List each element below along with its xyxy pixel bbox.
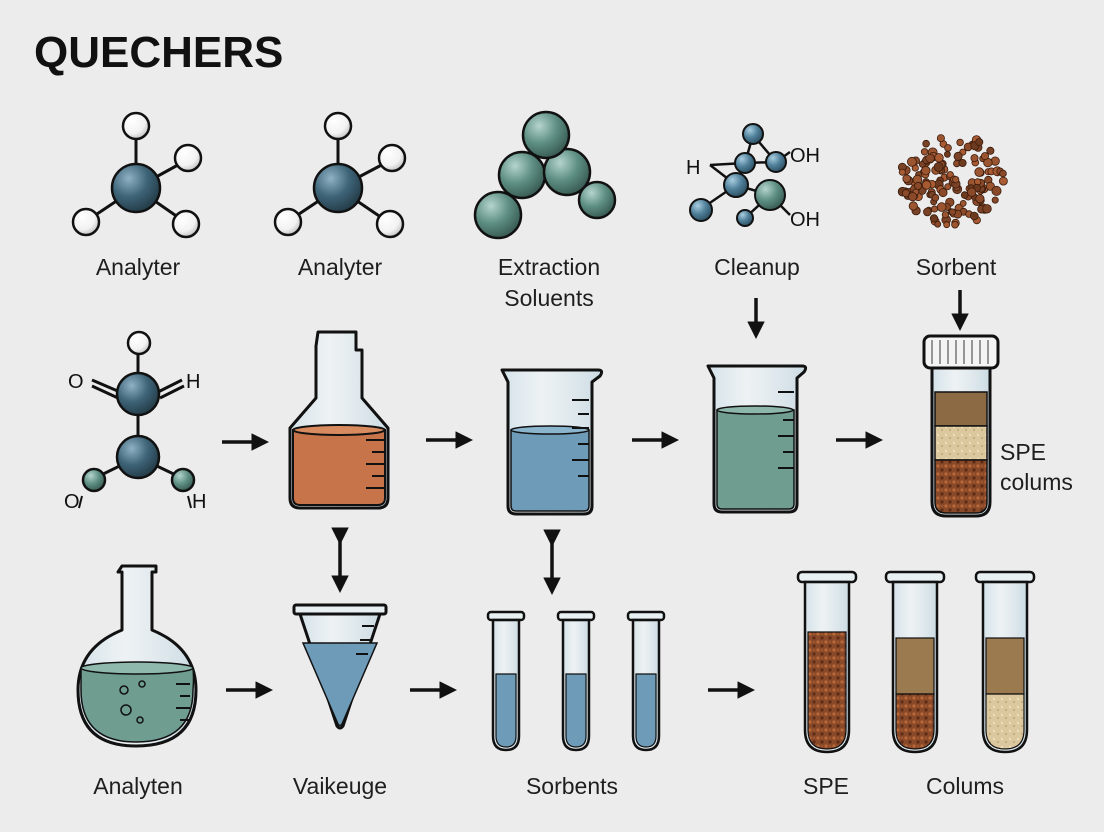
sorbent-granule bbox=[898, 168, 906, 176]
sorbent-granule bbox=[907, 156, 917, 167]
label-extraction-line1: Extraction bbox=[497, 254, 601, 280]
sorbent-tube-2 bbox=[556, 610, 596, 752]
atom-label-o-top: O bbox=[68, 371, 84, 393]
sorbent-granule bbox=[999, 169, 1007, 178]
label-colums: Colums bbox=[926, 773, 1004, 799]
extraction-solvent-spheres bbox=[473, 110, 617, 240]
flask-orange bbox=[288, 330, 390, 510]
label-analyter-1: Analyter bbox=[95, 254, 181, 280]
label-sorbents: Sorbents bbox=[525, 773, 619, 799]
sorbent-granule bbox=[982, 204, 992, 214]
sorbent-granule bbox=[944, 150, 951, 158]
sorbent-granule bbox=[952, 176, 960, 184]
sorbent-tube-1 bbox=[486, 610, 526, 752]
sorbent-tube-3 bbox=[626, 610, 666, 752]
sorbent-granule bbox=[931, 193, 940, 202]
sorbent-granule bbox=[953, 151, 963, 161]
sorbent-granule bbox=[969, 211, 979, 221]
label-sorbent: Sorbent bbox=[915, 254, 997, 280]
sorbent-granule bbox=[931, 205, 939, 213]
round-flask-analyten bbox=[76, 564, 198, 748]
sorbent-granule bbox=[958, 158, 967, 167]
sorbent-granule bbox=[943, 221, 951, 229]
sorbent-granule bbox=[991, 196, 999, 204]
sorbent-granule bbox=[967, 187, 977, 197]
sorbent-granule bbox=[944, 183, 952, 191]
molecule-aldehyde: O H O H bbox=[64, 330, 206, 513]
sorbent-granule bbox=[951, 220, 959, 229]
spe-column-capped bbox=[922, 334, 1000, 518]
beaker-teal bbox=[706, 364, 808, 514]
label-extraction-line2: Soluents bbox=[504, 285, 594, 311]
sorbent-granule bbox=[934, 220, 942, 228]
label-analyter-2: Analyter bbox=[297, 254, 383, 280]
sorbent-granule bbox=[929, 214, 939, 223]
label-cleanup: Cleanup bbox=[714, 254, 800, 280]
spe-tube-layered-1 bbox=[884, 570, 946, 754]
sorbent-granule bbox=[941, 211, 950, 219]
atom-label-h-top: H bbox=[186, 371, 200, 393]
beaker-blue bbox=[500, 368, 604, 516]
sorbent-granule bbox=[986, 146, 995, 155]
atom-label-o-bottom: O bbox=[64, 491, 80, 513]
atom-label-oh-top: OH bbox=[790, 145, 820, 167]
page-title: QUECHERS bbox=[34, 28, 284, 77]
sorbent-granule bbox=[938, 188, 948, 198]
sorbent-granule bbox=[902, 174, 911, 184]
label-spe-side-line1: SPE bbox=[1000, 439, 1047, 465]
sorbent-granule bbox=[956, 138, 964, 147]
atom-label-h-bottom: H bbox=[192, 491, 206, 513]
label-vaikeuge: Vaikeuge bbox=[292, 773, 388, 799]
sorbent-granule bbox=[908, 201, 918, 211]
sorbent-granule bbox=[991, 185, 1002, 196]
separatory-funnel bbox=[292, 603, 388, 730]
atom-label-h: H bbox=[686, 157, 700, 179]
sorbent-granules bbox=[897, 134, 1008, 229]
molecule-analyter-1 bbox=[71, 111, 203, 239]
sorbent-granule bbox=[944, 144, 952, 152]
spe-tube-granular bbox=[796, 570, 858, 754]
sorbent-granule bbox=[921, 180, 932, 190]
sorbent-granule bbox=[975, 138, 984, 147]
sorbent-granule bbox=[936, 134, 945, 143]
sorbent-granule bbox=[934, 153, 944, 163]
sorbent-granule bbox=[923, 207, 932, 217]
sorbent-granule bbox=[933, 162, 944, 172]
sorbent-granule bbox=[949, 208, 957, 216]
sorbent-granule bbox=[975, 194, 985, 204]
sorbent-granule bbox=[999, 176, 1008, 186]
sorbent-granule bbox=[970, 154, 979, 163]
sorbent-granule bbox=[921, 165, 931, 176]
atom-label-oh-bottom: OH bbox=[790, 209, 820, 231]
label-spe-side-line2: colums bbox=[1000, 469, 1073, 495]
spe-tube-layered-2 bbox=[974, 570, 1036, 754]
sorbent-granule bbox=[959, 199, 967, 207]
sorbent-granule bbox=[974, 167, 984, 177]
sorbent-granule bbox=[981, 152, 990, 161]
label-analyten: Analyten bbox=[93, 773, 183, 799]
sorbent-granule bbox=[922, 139, 930, 148]
molecule-analyter-2 bbox=[273, 111, 407, 239]
sorbent-granule bbox=[925, 153, 935, 164]
sorbent-granule bbox=[920, 148, 929, 156]
sorbent-granule bbox=[908, 192, 918, 202]
sorbent-granule bbox=[936, 202, 947, 212]
label-spe: SPE bbox=[802, 773, 850, 799]
sorbent-granule bbox=[914, 181, 923, 190]
molecule-cleanup: H OH OH bbox=[686, 123, 820, 231]
